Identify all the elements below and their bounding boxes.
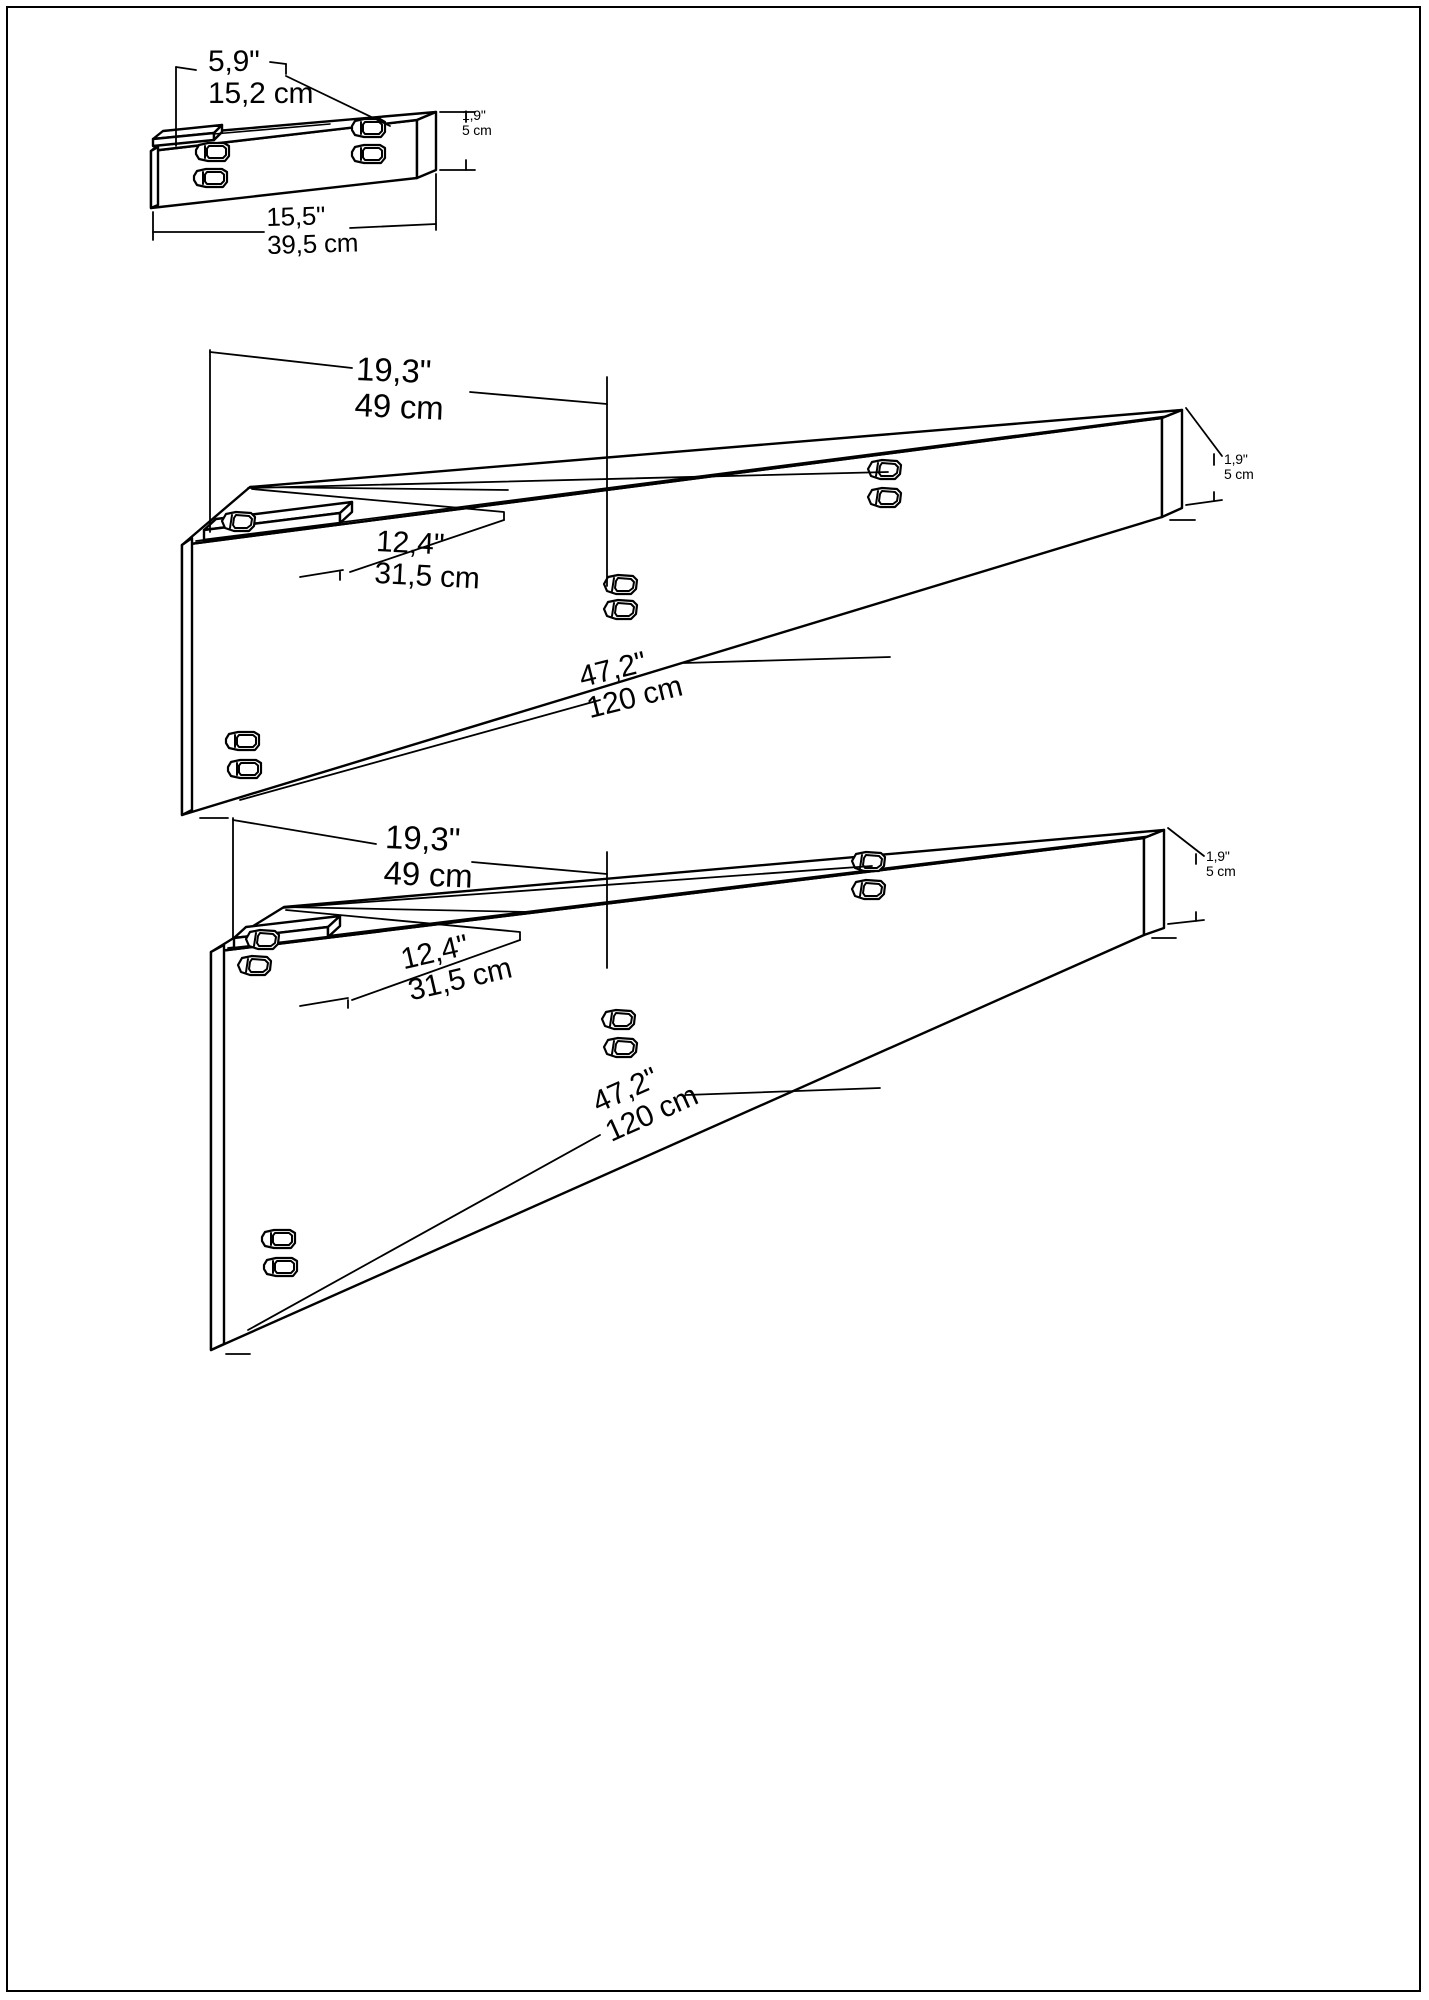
dim-value-metric: 15,2 cm — [208, 77, 314, 111]
dim-value-inch: 19,3" — [384, 818, 461, 859]
dim-label-p3-depth: 19,3" 49 cm — [383, 818, 475, 895]
dim-label-p1-length: 15,5" 39,5 cm — [265, 200, 359, 261]
dim-label-p1-width: 5,9" 15,2 cm — [208, 45, 314, 111]
dim-value-inch: 1,9" — [1224, 451, 1248, 467]
dim-value-metric: 49 cm — [354, 385, 445, 427]
dim-value-inch: 5,9" — [208, 45, 260, 78]
dim-value-metric: 31,5 cm — [373, 557, 481, 596]
part-1-dimension-lines — [152, 61, 476, 241]
dim-label-p2-thickness: 1,9" 5 cm — [1224, 451, 1254, 483]
part-2-dimension-lines — [199, 349, 1223, 819]
dim-value-inch: 1,9" — [1206, 848, 1230, 864]
dim-value-metric: 49 cm — [383, 853, 474, 895]
part-1-short-panel — [149, 110, 438, 210]
dim-value-metric: 5 cm — [1206, 863, 1236, 880]
part-2-long-panel — [180, 408, 1184, 817]
dim-label-p1-thickness: 1,9" 5 cm — [462, 107, 492, 139]
dim-value-inch: 1,9" — [462, 107, 486, 123]
dim-value-metric: 5 cm — [462, 122, 492, 139]
dim-label-p3-thickness: 1,9" 5 cm — [1206, 848, 1236, 880]
dim-label-p2-depth: 19,3" 49 cm — [354, 350, 446, 427]
dim-value-metric: 39,5 cm — [266, 227, 359, 261]
dim-value-inch: 15,5" — [265, 200, 326, 232]
part-3-dimension-lines — [225, 817, 1205, 1355]
dim-label-p2-inner: 12,4" 31,5 cm — [373, 525, 483, 596]
dim-value-metric: 5 cm — [1224, 466, 1254, 483]
dim-value-inch: 19,3" — [355, 350, 432, 391]
